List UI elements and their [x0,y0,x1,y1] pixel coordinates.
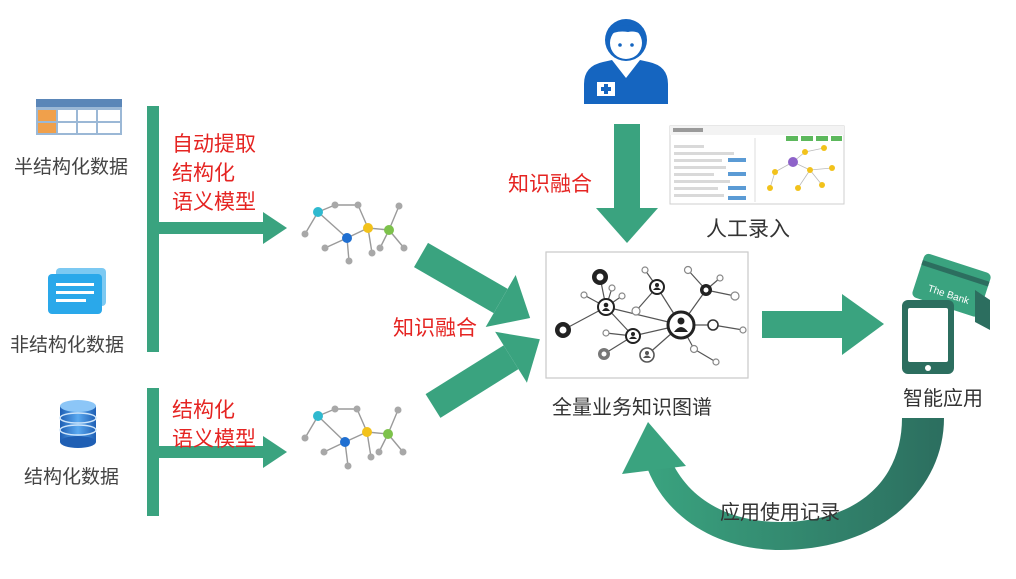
smart-app-icon: The Bank [902,253,991,374]
structuring-label: 结构化 [172,161,235,185]
usage-record-label: 应用使用记录 [720,500,840,524]
structuring-label-bottom: 结构化 [172,398,235,422]
auto-extract-label: 自动提取 [172,132,256,156]
fusion-arrow-lower [425,331,540,418]
bottom-pipeline-labels: 结构化 语义模型 [172,396,256,454]
usage-loop-arrow [622,418,944,550]
network-graph-top [301,201,408,265]
top-bracket [147,106,287,352]
manual-entry-label: 人工录入 [706,217,790,241]
knowledge-graph-label: 全量业务知识图谱 [552,395,712,419]
manual-entry-screenshot [669,125,845,205]
semantic-model-label: 语义模型 [172,190,256,214]
bottom-bracket [147,388,287,516]
down-arrow [596,124,658,243]
unstructured-label: 非结构化数据 [10,334,125,356]
smart-app-label: 智能应用 [903,386,983,410]
right-arrow [762,294,884,355]
structured-label: 结构化数据 [24,466,120,488]
document-icon [48,268,106,314]
semantic-model-label-bottom: 语义模型 [172,427,256,451]
top-pipeline-labels: 自动提取 结构化 语义模型 [172,130,256,217]
network-graph-bottom [301,405,407,470]
fusion-label-middle: 知识融合 [393,316,477,340]
fusion-label-top: 知识融合 [508,172,592,196]
database-icon [59,400,97,448]
table-icon [36,99,122,135]
knowledge-graph-box [545,251,749,379]
fusion-arrow-upper [414,242,531,327]
semi-structured-label: 半结构化数据 [14,156,129,178]
doctor-icon [584,19,668,104]
